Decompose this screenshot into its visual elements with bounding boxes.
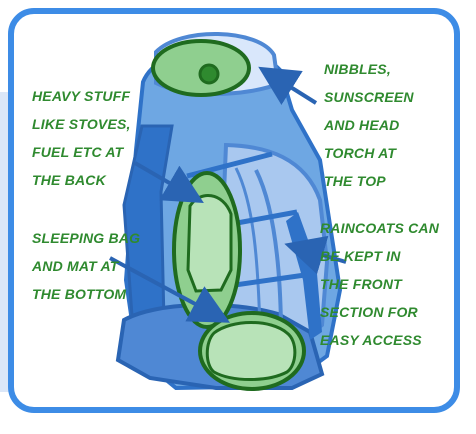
sleeping-bag-label: SLEEPING BAG AND MAT AT THE BOTTOM [32, 224, 152, 308]
heavy-stuff-label: HEAVY STUFF LIKE STOVES, FUEL ETC AT THE… [32, 82, 152, 194]
stove-shape [188, 196, 231, 291]
head-torch-icon [200, 65, 218, 83]
raincoats-label: RAINCOATS CAN BE KEPT IN THE FRONT SECTI… [320, 214, 460, 354]
nibbles-label: NIBBLES, SUNSCREEN AND HEAD TORCH AT THE… [324, 55, 434, 195]
sleeping-bag-roll [207, 323, 295, 380]
